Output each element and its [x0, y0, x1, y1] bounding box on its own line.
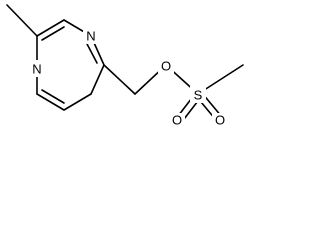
o-ether-bg [158, 57, 174, 74]
atom-n-top: N [86, 29, 95, 44]
atom-o-left: O [172, 113, 182, 128]
bond-n1-c2-inner [85, 41, 98, 64]
s-bg [190, 86, 206, 103]
bond-c5-methyl [6, 4, 38, 37]
bond-n4-c5-inner [41, 89, 65, 104]
atom-o-right: O [215, 113, 225, 128]
atom-o-ether: O [161, 59, 171, 74]
bond-c2-c3 [90, 64, 105, 95]
o-bottom-bg [212, 113, 228, 127]
bond-n4-c5 [36, 93, 65, 111]
n-bottom-bg [29, 60, 45, 77]
o-top-bg [169, 113, 185, 127]
bond-c5-c6 [36, 19, 65, 37]
bond-c2-ch2 [103, 64, 136, 95]
atom-s: S [194, 88, 203, 103]
bond-c3-n4 [63, 93, 92, 111]
bond-c6-c6-inner [41, 26, 65, 41]
molecule-structure: N N O S O O [6, 4, 244, 128]
atom-n-bottom: N [32, 62, 41, 77]
n-top-bg [83, 27, 99, 44]
